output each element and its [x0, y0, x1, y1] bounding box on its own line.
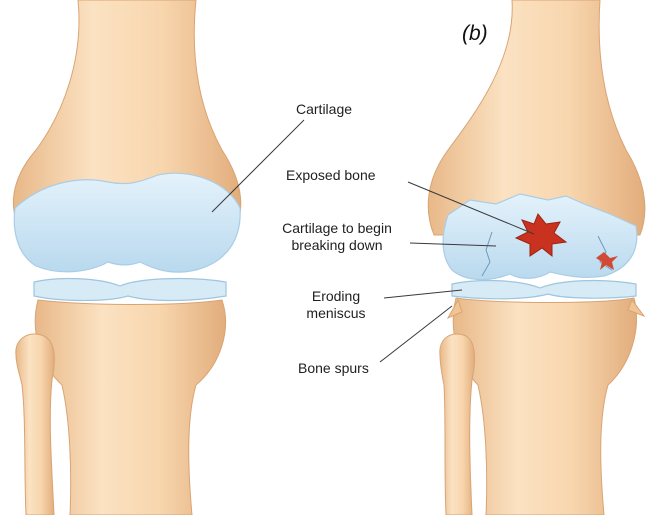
- left-femoral-cartilage: [14, 173, 240, 272]
- right-tibia: [453, 298, 636, 515]
- left-fibula: [16, 334, 55, 515]
- label-cartilage-breaking-down: Cartilage to begin breaking down: [274, 220, 400, 254]
- label-line: meniscus: [300, 305, 372, 322]
- label-line: breaking down: [274, 237, 400, 254]
- label-line: Eroding: [300, 288, 372, 305]
- panel-tag: (b): [462, 22, 488, 46]
- leader-meniscus: [384, 290, 462, 298]
- healthy-knee: [13, 0, 240, 515]
- right-fibula: [440, 334, 475, 515]
- label-cartilage: Cartilage: [296, 101, 352, 118]
- left-tibia: [35, 300, 225, 515]
- label-bone-spurs: Bone spurs: [298, 360, 369, 377]
- arthritic-knee: [428, 0, 645, 515]
- label-exposed-bone: Exposed bone: [286, 167, 376, 184]
- label-line: Cartilage to begin: [274, 220, 400, 237]
- right-eroding-meniscus: [452, 281, 636, 299]
- label-eroding-meniscus: Eroding meniscus: [300, 288, 372, 322]
- left-meniscus: [34, 279, 226, 301]
